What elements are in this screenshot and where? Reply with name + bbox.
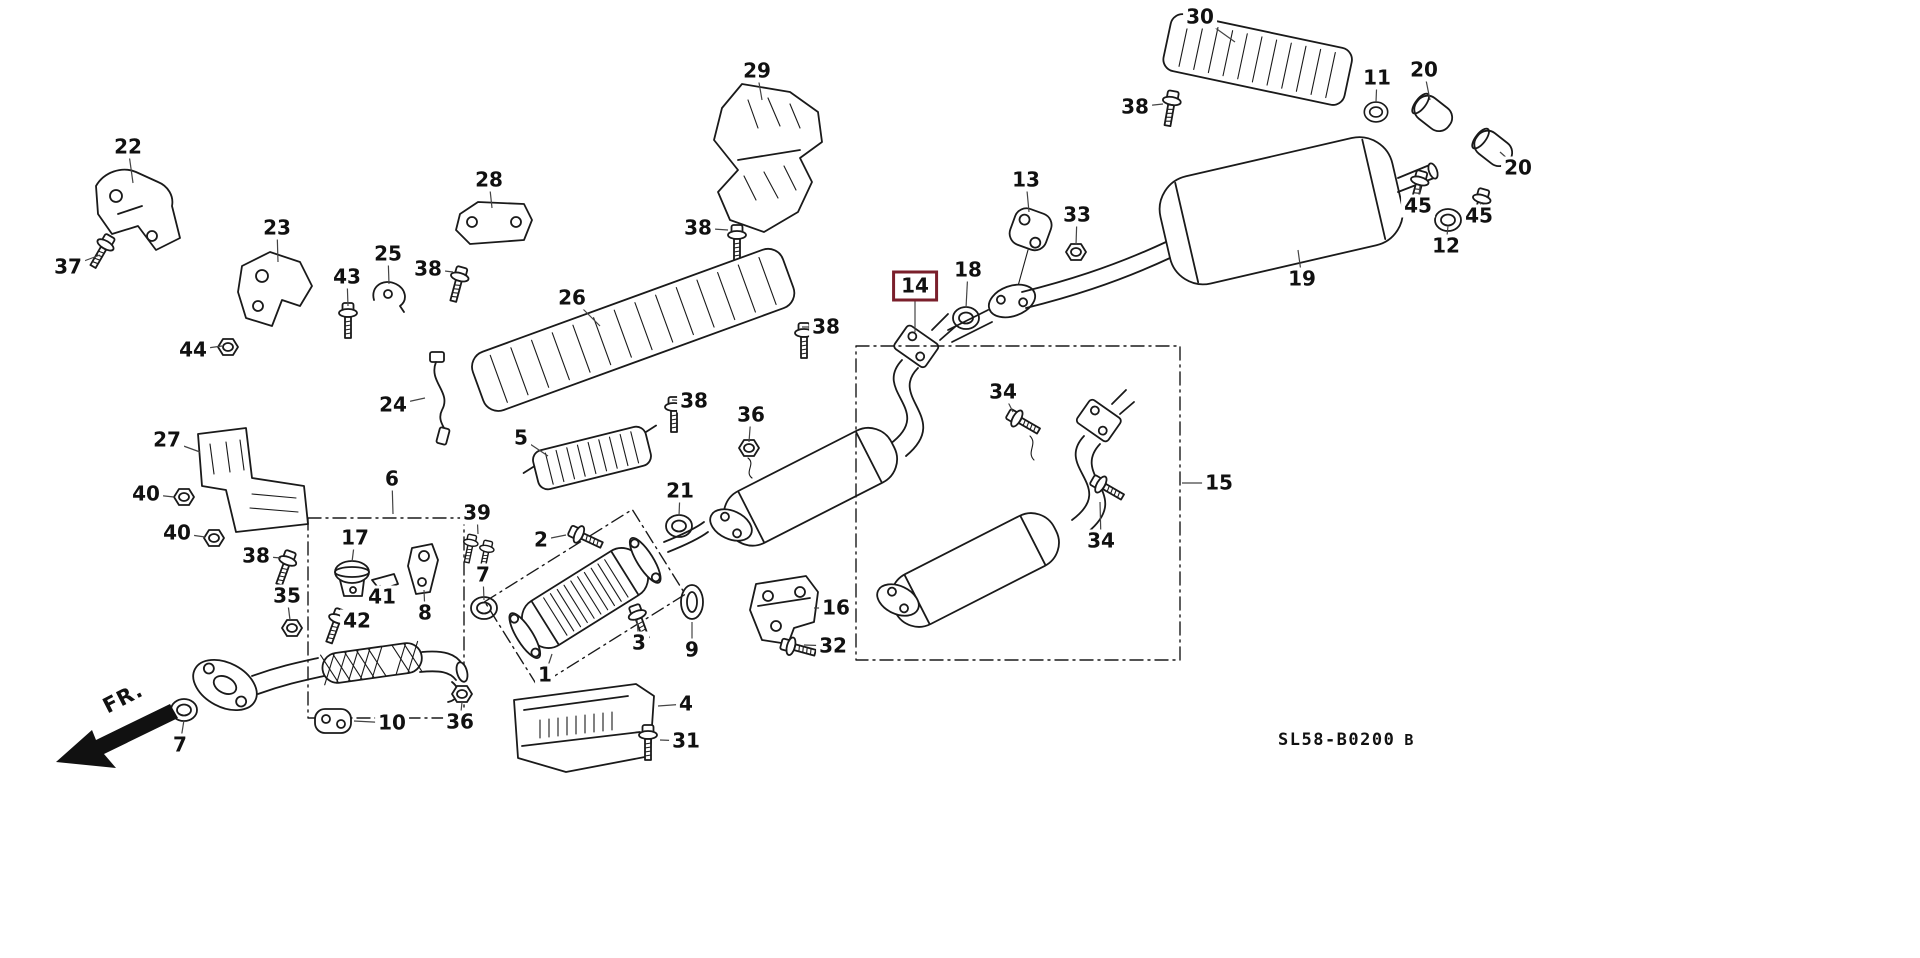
pipe-stub (663, 521, 709, 553)
part-label-26[interactable]: 26 (555, 286, 589, 310)
part-label-11[interactable]: 11 (1360, 66, 1394, 90)
part-label-43[interactable]: 43 (330, 265, 364, 289)
part-label-3[interactable]: 3 (629, 631, 649, 655)
part-label-23[interactable]: 23 (260, 216, 294, 240)
part-label-34[interactable]: 34 (986, 380, 1020, 404)
part-label-16[interactable]: 16 (819, 596, 853, 620)
part-label-29[interactable]: 29 (740, 59, 774, 83)
part-label-14-highlighted[interactable]: 14 (892, 270, 938, 302)
part-label-38[interactable]: 38 (411, 257, 445, 281)
part-label-17[interactable]: 17 (338, 526, 372, 550)
part-24-sensor (429, 351, 451, 446)
part-label-38[interactable]: 38 (239, 544, 273, 568)
muffler-inlet-flange (987, 283, 1037, 319)
part-label-34[interactable]: 34 (1084, 529, 1118, 553)
part-22-bracket (95, 168, 181, 251)
part-label-20[interactable]: 20 (1407, 58, 1441, 82)
part-15-pipe-assembly (876, 389, 1135, 628)
part-29-heat-shield (713, 83, 823, 233)
part-label-42[interactable]: 42 (340, 609, 374, 633)
diagram-code: SL58-B0200 B (1278, 730, 1413, 750)
part-label-31[interactable]: 31 (669, 729, 703, 753)
front-pipe (192, 640, 469, 712)
part-label-28[interactable]: 28 (472, 168, 506, 192)
part-label-8[interactable]: 8 (415, 601, 435, 625)
part-label-38[interactable]: 38 (681, 216, 715, 240)
part-label-13[interactable]: 13 (1009, 168, 1043, 192)
part-label-40[interactable]: 40 (160, 521, 194, 545)
pipe-stub (947, 309, 993, 343)
part-label-19[interactable]: 19 (1285, 267, 1319, 291)
part-label-10[interactable]: 10 (375, 711, 409, 735)
part-label-41[interactable]: 41 (365, 585, 399, 609)
part-9-gasket (680, 584, 704, 620)
part-label-20[interactable]: 20 (1501, 156, 1535, 180)
part-4-cover (513, 683, 655, 773)
part-25-clamp (372, 281, 406, 313)
part-label-7[interactable]: 7 (170, 733, 190, 757)
part-1-catalytic-converter (508, 537, 662, 659)
part-label-38[interactable]: 38 (1118, 95, 1152, 119)
part-26-heat-shield (471, 247, 796, 412)
part-28-plate (455, 201, 533, 245)
part-label-7[interactable]: 7 (473, 563, 493, 587)
middle-pipe-assembly (709, 313, 957, 547)
part-16-bracket (749, 575, 819, 645)
part-label-12[interactable]: 12 (1429, 234, 1463, 258)
part-label-44[interactable]: 44 (176, 338, 210, 362)
part-label-38[interactable]: 38 (677, 389, 711, 413)
diagram-code-main: SL58-B0200 (1278, 730, 1396, 750)
part-19-muffler (1021, 136, 1439, 309)
part-label-6[interactable]: 6 (382, 467, 402, 491)
part-label-45[interactable]: 45 (1401, 194, 1435, 218)
part-17-clamp (334, 560, 370, 597)
group-box-1 (484, 508, 686, 688)
part-20-finisher (1411, 92, 1454, 133)
part-label-32[interactable]: 32 (816, 634, 850, 658)
part-label-45[interactable]: 45 (1462, 204, 1496, 228)
fr-direction-arrow (56, 704, 178, 768)
part-label-25[interactable]: 25 (371, 242, 405, 266)
part-label-37[interactable]: 37 (51, 255, 85, 279)
part-label-30[interactable]: 30 (1183, 5, 1217, 29)
part-label-18[interactable]: 18 (951, 258, 985, 282)
part-label-24[interactable]: 24 (376, 393, 410, 417)
part-13-hanger (1008, 207, 1053, 252)
part-label-36[interactable]: 36 (734, 403, 768, 427)
part-label-27[interactable]: 27 (150, 428, 184, 452)
part-label-2[interactable]: 2 (531, 528, 551, 552)
part-label-39[interactable]: 39 (460, 501, 494, 525)
part-label-36[interactable]: 36 (443, 710, 477, 734)
part-label-40[interactable]: 40 (129, 482, 163, 506)
part-5-heat-shield (522, 424, 657, 491)
part-8-bracket (407, 543, 439, 595)
part-label-9[interactable]: 9 (682, 638, 702, 662)
part-label-5[interactable]: 5 (511, 426, 531, 450)
part-label-4[interactable]: 4 (676, 692, 696, 716)
part-label-1[interactable]: 1 (535, 663, 555, 687)
diagram-code-suffix: B (1404, 731, 1414, 749)
part-label-38[interactable]: 38 (809, 315, 843, 339)
part-23-bracket (237, 251, 313, 327)
hanger-rod (1017, 249, 1029, 287)
group-box-15 (855, 345, 1181, 661)
part-label-22[interactable]: 22 (111, 135, 145, 159)
part-label-35[interactable]: 35 (270, 584, 304, 608)
part-label-21[interactable]: 21 (663, 479, 697, 503)
part-label-33[interactable]: 33 (1060, 203, 1094, 227)
part-label-15[interactable]: 15 (1202, 471, 1236, 495)
